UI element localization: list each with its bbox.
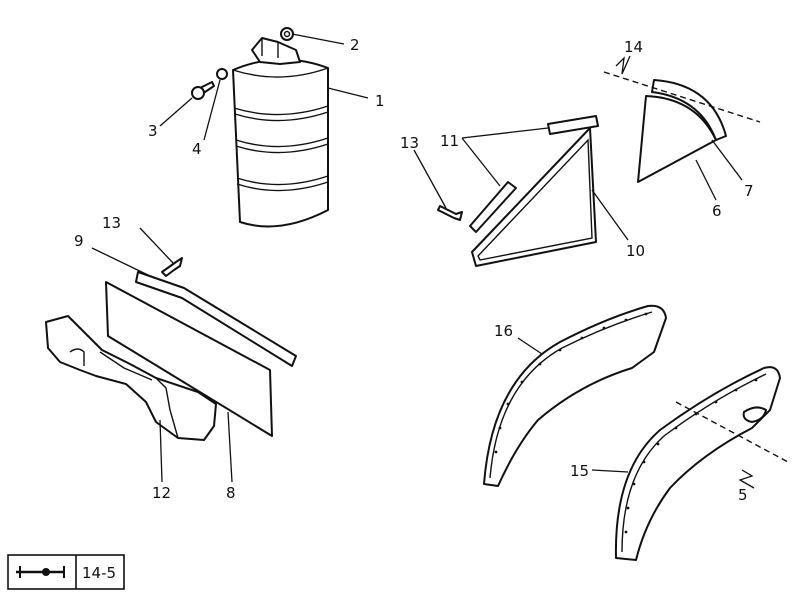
long-plate [105,281,273,437]
callout-3: 3 [148,122,158,140]
washer [216,68,228,80]
callout-9: 9 [74,232,84,250]
callout-6: 6 [712,202,722,220]
callout-8: 8 [226,484,236,502]
callout-10: 10 [626,242,645,260]
callout-13-left: 13 [102,214,121,232]
callout-13-top: 13 [400,134,419,152]
reference-label: 14-5 [82,564,116,582]
callout-11: 11 [440,132,459,150]
rivet [161,257,183,277]
step-bracket [45,315,217,441]
callout-1: 1 [375,92,385,110]
fuel-tank [232,37,329,228]
callout-2: 2 [350,36,360,54]
rear-fender [483,304,667,487]
callout-16: 16 [494,322,513,340]
rivet-icon [16,566,65,578]
callout-4: 4 [192,140,202,158]
rivet [437,205,463,221]
front-fender [614,366,781,561]
callout-12: 12 [152,484,171,502]
reference-box: 14-5 [7,554,125,590]
callout-5: 5 [738,486,748,504]
callout-7: 7 [744,182,754,200]
bolt [191,81,215,100]
edge-strip [135,271,297,367]
callout-14: 14 [624,38,643,56]
cap-nut [280,27,294,41]
mudguard-section [637,79,727,183]
triangular-panel [471,127,597,267]
strip-plate [469,115,599,233]
callout-15: 15 [570,462,589,480]
